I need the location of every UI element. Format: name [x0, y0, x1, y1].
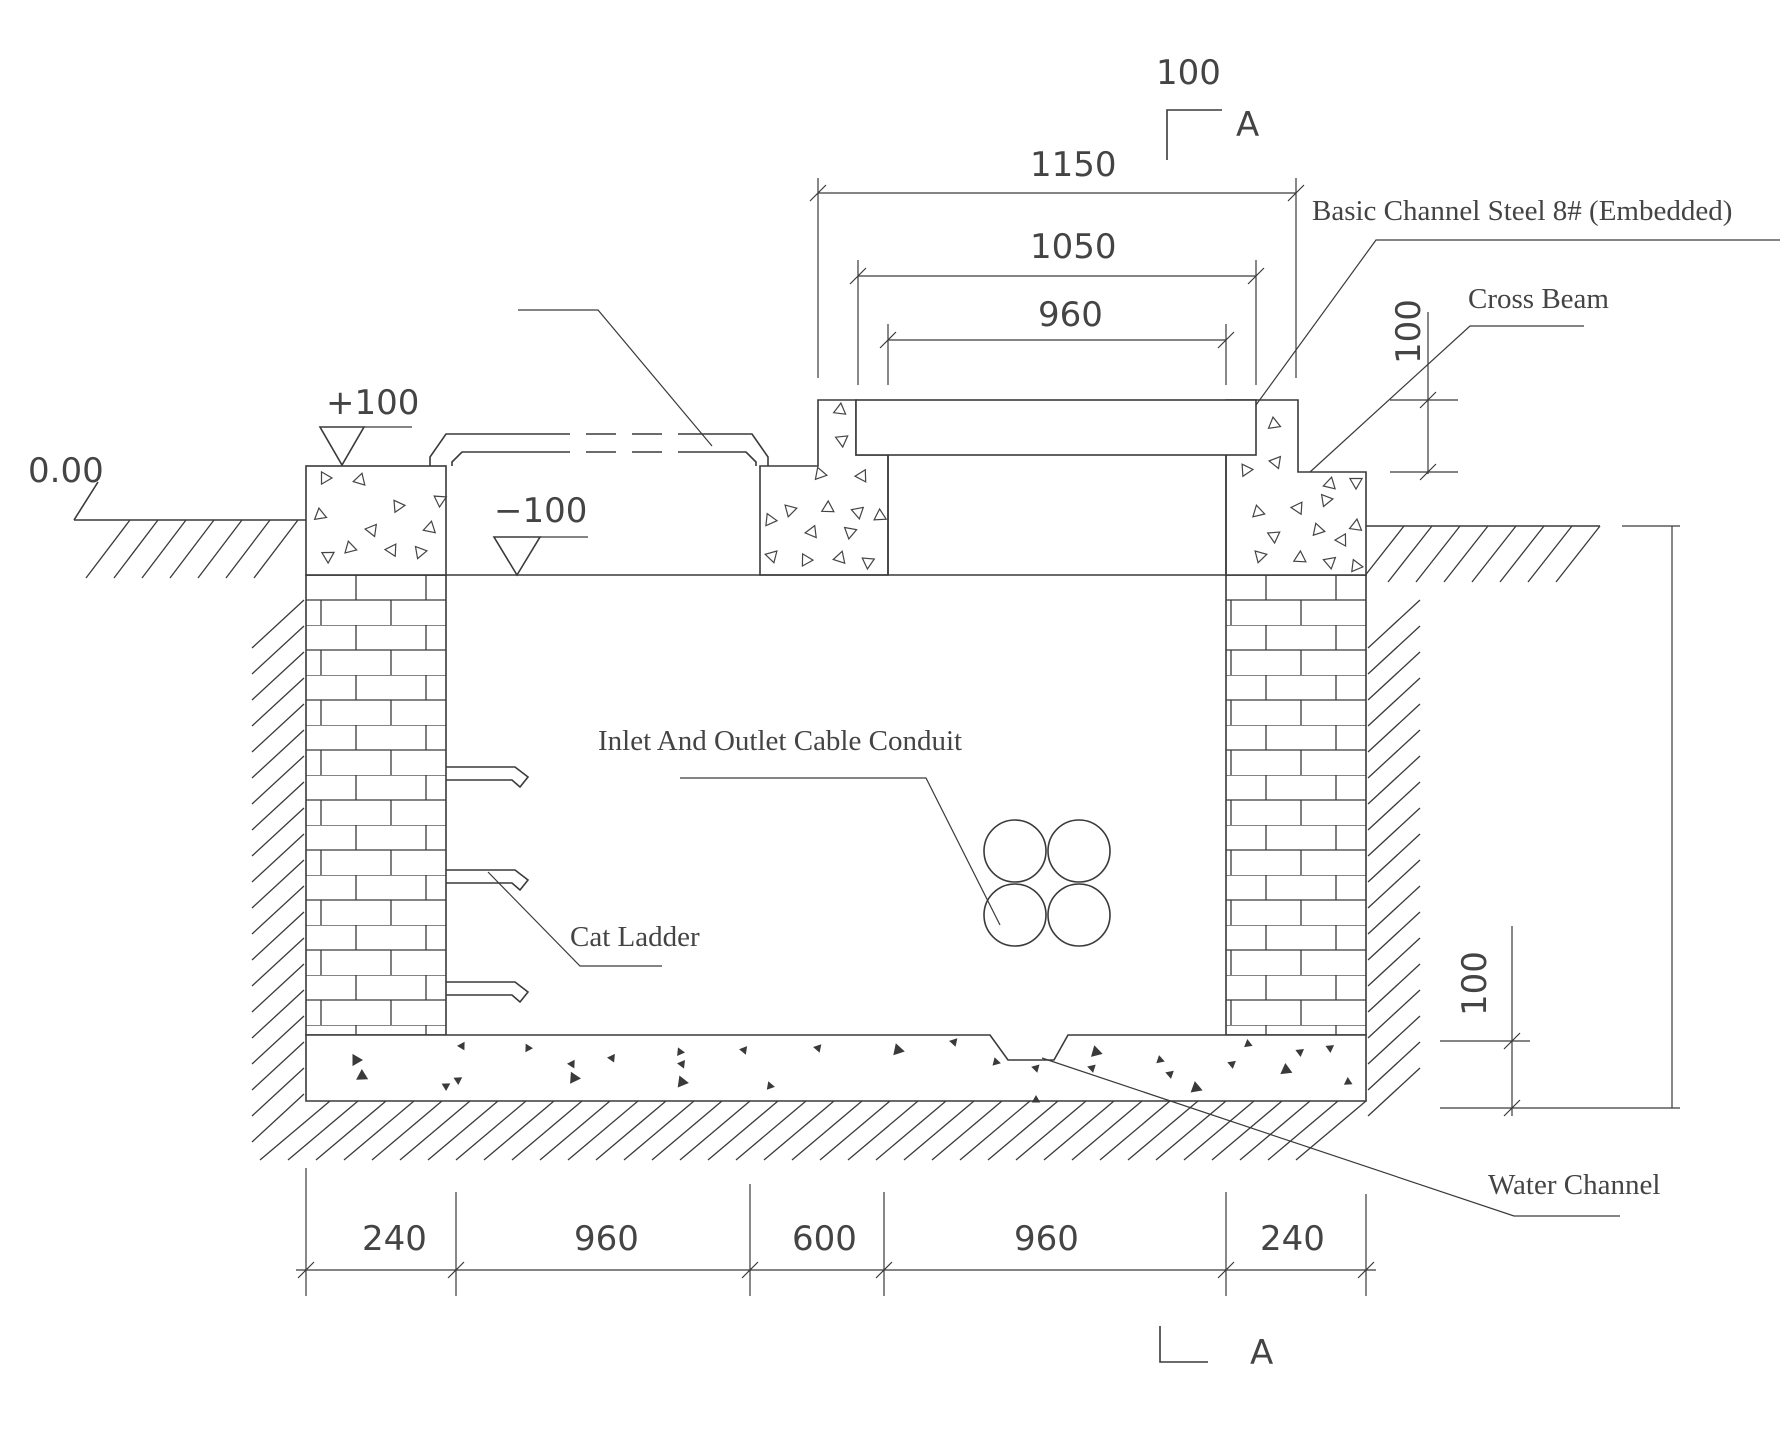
- svg-text:100: 100: [1455, 951, 1495, 1016]
- dim-cover-height: 100: [1389, 299, 1458, 481]
- water-channel-label: Water Channel: [1488, 1169, 1660, 1201]
- cover-plate: [855, 399, 1257, 456]
- dim-1050: 1050: [849, 227, 1265, 385]
- floor-slab: [305, 1034, 1367, 1102]
- soil-hatch-bottom: [259, 1100, 1367, 1161]
- ground-level-label: 0.00: [28, 451, 104, 491]
- left-brick-wall: [305, 574, 447, 1036]
- dim-floor-thickness: 100: [1440, 926, 1680, 1117]
- cross-beam-leader: [1309, 325, 1584, 473]
- left-concrete-cap: [305, 465, 447, 576]
- cable-conduits[interactable]: [983, 819, 1111, 947]
- dim-240-right: 240: [1260, 1219, 1325, 1259]
- dim-960-right: 960: [1014, 1219, 1079, 1259]
- water-channel-leader: [1041, 1057, 1620, 1217]
- cat-ladder[interactable]: [446, 766, 530, 1004]
- channel-steel-leader: [1255, 239, 1780, 406]
- dim-240-left: 240: [362, 1219, 427, 1259]
- svg-text:+100: +100: [326, 383, 419, 423]
- bottom-dimension-chain: 240 960 600 960 240: [296, 1168, 1376, 1296]
- svg-text:100: 100: [1389, 299, 1429, 364]
- dim-960-left: 960: [574, 1219, 639, 1259]
- left-cover-leader: [518, 309, 713, 447]
- dim-600: 600: [792, 1219, 857, 1259]
- svg-text:960: 960: [1038, 295, 1103, 335]
- section-letter-bottom: A: [1250, 1333, 1273, 1373]
- dim-overall-depth: [1622, 525, 1680, 1108]
- dim-1150: 1150: [809, 145, 1305, 378]
- cross-beam-label: Cross Beam: [1468, 283, 1609, 315]
- ground-level-leader: [73, 481, 99, 521]
- cat-ladder-label: Cat Ladder: [570, 921, 700, 953]
- ground-hatch-left: [85, 519, 299, 579]
- section-letter-top: A: [1236, 105, 1259, 145]
- aggregate-markers: [313, 401, 1365, 1103]
- cat-ladder-leader: [487, 871, 662, 967]
- section-mark-top: A 100: [1156, 53, 1259, 160]
- section-mark-bottom: A: [1159, 1326, 1273, 1373]
- svg-text:1150: 1150: [1030, 145, 1117, 185]
- right-brick-wall: [1225, 574, 1367, 1036]
- cable-conduit-label: Inlet And Outlet Cable Conduit: [598, 725, 962, 757]
- ground-hatch-right: [1359, 525, 1601, 583]
- conduit-leader: [680, 777, 1001, 926]
- channel-steel-label: Basic Channel Steel 8# (Embedded): [1312, 195, 1732, 227]
- level-marker-inner: −100: [492, 491, 588, 577]
- svg-text:1050: 1050: [1030, 227, 1117, 267]
- svg-text:−100: −100: [494, 491, 587, 531]
- soil-hatch-left-wall: [251, 599, 305, 1143]
- level-marker-top: +100: [318, 383, 419, 467]
- soil-hatch-right-wall: [1367, 599, 1421, 1117]
- dim-960-top: 960: [879, 295, 1235, 385]
- section-dim-100: 100: [1156, 53, 1221, 93]
- left-cover-plate: [429, 433, 769, 466]
